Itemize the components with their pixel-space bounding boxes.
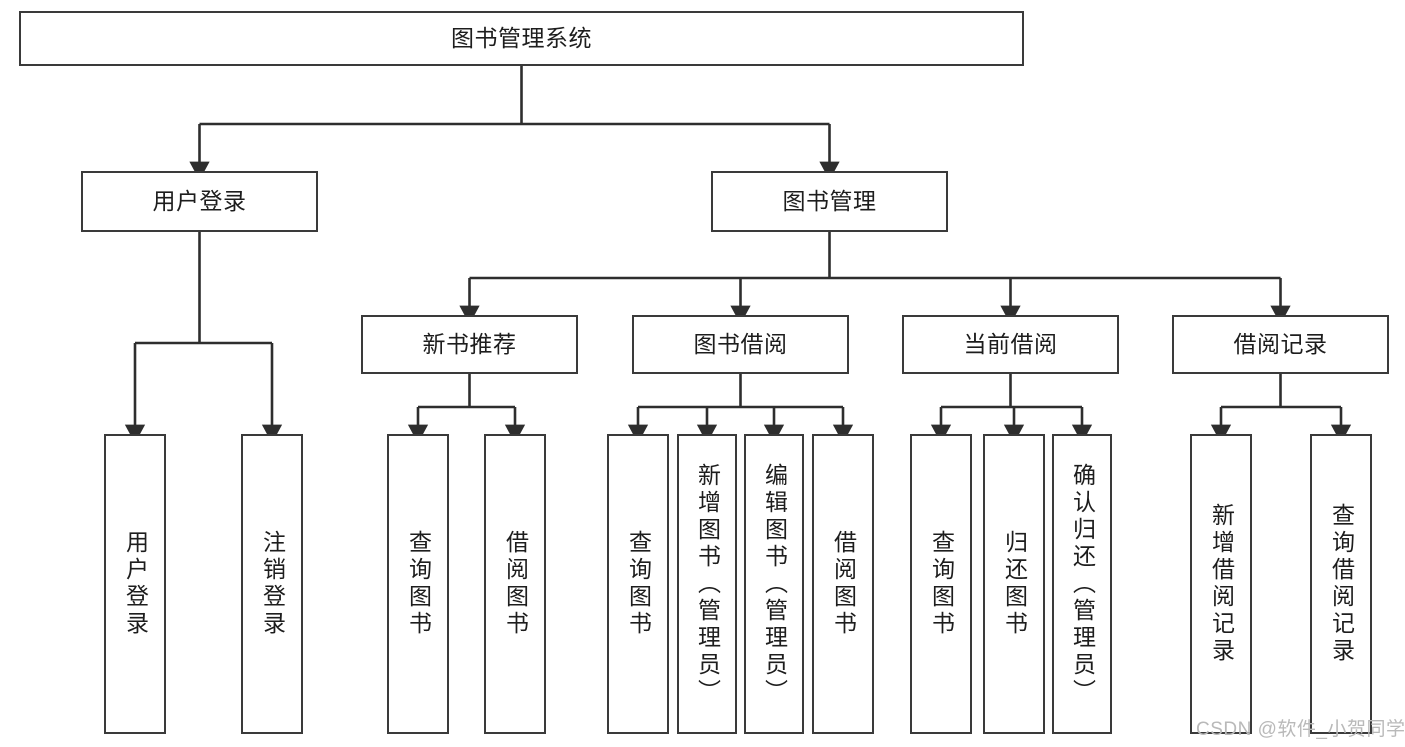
edge-group — [124, 66, 1352, 444]
node-leaf-add-book[interactable]: 新增图书（管理员） — [677, 434, 737, 734]
node-leaf-borrow-book-1[interactable]: 借阅图书 — [484, 434, 546, 734]
node-label: 图书借阅 — [693, 330, 788, 357]
node-label: 新书推荐 — [422, 330, 517, 357]
node-label: 当前借阅 — [963, 330, 1058, 357]
node-leaf-query-book-3[interactable]: 查询图书 — [910, 434, 972, 734]
node-leaf-user-login[interactable]: 用户登录 — [104, 434, 166, 734]
node-label: 归还图书 — [1001, 530, 1028, 638]
node-label: 用户登录 — [152, 187, 247, 214]
node-label: 确认归还（管理员） — [1069, 462, 1096, 706]
node-leaf-query-book-2[interactable]: 查询图书 — [607, 434, 669, 734]
node-label: 用户登录 — [122, 530, 149, 638]
node-leaf-user-logout[interactable]: 注销登录 — [241, 434, 303, 734]
node-leaf-add-record[interactable]: 新增借阅记录 — [1190, 434, 1252, 734]
node-label: 借阅图书 — [830, 530, 857, 638]
node-borrow-record[interactable]: 借阅记录 — [1172, 315, 1389, 374]
node-leaf-borrow-book-2[interactable]: 借阅图书 — [812, 434, 874, 734]
node-label: 借阅记录 — [1233, 330, 1328, 357]
node-label: 图书管理 — [782, 187, 877, 214]
node-new-book-rec[interactable]: 新书推荐 — [361, 315, 578, 374]
node-book-borrow[interactable]: 图书借阅 — [632, 315, 849, 374]
node-label: 新增借阅记录 — [1208, 503, 1235, 665]
node-current-borrow[interactable]: 当前借阅 — [902, 315, 1119, 374]
node-leaf-return-book[interactable]: 归还图书 — [983, 434, 1045, 734]
node-label: 编辑图书（管理员） — [761, 462, 788, 706]
node-book-manage[interactable]: 图书管理 — [711, 171, 948, 232]
node-user-login[interactable]: 用户登录 — [81, 171, 318, 232]
node-label: 查询图书 — [405, 530, 432, 638]
node-leaf-query-book-1[interactable]: 查询图书 — [387, 434, 449, 734]
node-label: 借阅图书 — [502, 530, 529, 638]
node-label: 查询图书 — [625, 530, 652, 638]
node-label: 查询借阅记录 — [1328, 503, 1355, 665]
node-leaf-query-record[interactable]: 查询借阅记录 — [1310, 434, 1372, 734]
node-label: 查询图书 — [928, 530, 955, 638]
node-label: 图书管理系统 — [451, 24, 592, 51]
node-label: 新增图书（管理员） — [694, 462, 721, 706]
node-leaf-edit-book[interactable]: 编辑图书（管理员） — [744, 434, 804, 734]
node-root[interactable]: 图书管理系统 — [19, 11, 1024, 66]
node-leaf-confirm-return[interactable]: 确认归还（管理员） — [1052, 434, 1112, 734]
node-label: 注销登录 — [259, 530, 286, 638]
